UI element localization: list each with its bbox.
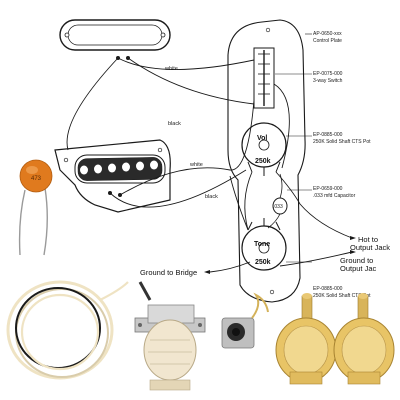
vol-pot-part: EP-0885-000 bbox=[313, 132, 343, 138]
hot-label-2: Output Jack bbox=[350, 243, 390, 252]
vol-value: 250k bbox=[255, 158, 271, 165]
switch-photo bbox=[134, 281, 206, 391]
tone-pot bbox=[241, 218, 287, 271]
pot-photo-1 bbox=[275, 293, 337, 385]
ground-output-label: Ground to bbox=[340, 256, 373, 265]
tone-value: 250k bbox=[255, 259, 271, 266]
cap-value: .033 bbox=[273, 204, 283, 210]
wire-coils-photo bbox=[6, 280, 129, 380]
tone-pot-desc: 250K Solid Shaft CTS Pot bbox=[313, 293, 371, 299]
control-plate-desc: Control Plate bbox=[313, 38, 342, 44]
wire-label-bridge-white: white bbox=[189, 162, 203, 168]
switch-part: EP-0075-000 bbox=[313, 71, 343, 77]
three-way-switch bbox=[253, 47, 275, 109]
ground-bridge-label: Ground to Bridge bbox=[140, 268, 197, 277]
tone-pot-part: EP-0885-000 bbox=[313, 286, 343, 292]
control-plate-part: AP-0650-xxx bbox=[313, 31, 342, 37]
capacitor-part: EP-0659-000 bbox=[313, 186, 343, 192]
switch-desc: 3-way Switch bbox=[313, 78, 343, 84]
vol-label: Vol bbox=[257, 135, 267, 142]
callout-leaders bbox=[204, 33, 356, 274]
bridge-pickup bbox=[54, 139, 171, 213]
wire-label-neck-white: white bbox=[164, 66, 178, 72]
capacitor-photo: 473 bbox=[18, 159, 53, 256]
pot-photo-2 bbox=[333, 293, 395, 385]
hot-label: Hot to bbox=[358, 235, 378, 244]
wiring bbox=[66, 57, 353, 273]
neck-pickup bbox=[59, 19, 171, 60]
volume-pot bbox=[241, 122, 287, 176]
ground-output-label-2: Output Jac bbox=[340, 264, 377, 273]
control-plate bbox=[227, 19, 306, 303]
output-jack-photo bbox=[221, 292, 269, 349]
wire-label-bridge-black: black bbox=[205, 194, 218, 200]
tone-label: Tone bbox=[254, 241, 270, 248]
vol-pot-desc: 250K Solid Shaft CTS Pot bbox=[313, 139, 371, 145]
diagram-capacitor bbox=[267, 173, 288, 229]
wire-label-neck-black: black bbox=[168, 121, 181, 127]
capacitor-desc: .033 mfd Capacitor bbox=[313, 193, 356, 199]
capacitor-marking: 473 bbox=[31, 176, 42, 182]
